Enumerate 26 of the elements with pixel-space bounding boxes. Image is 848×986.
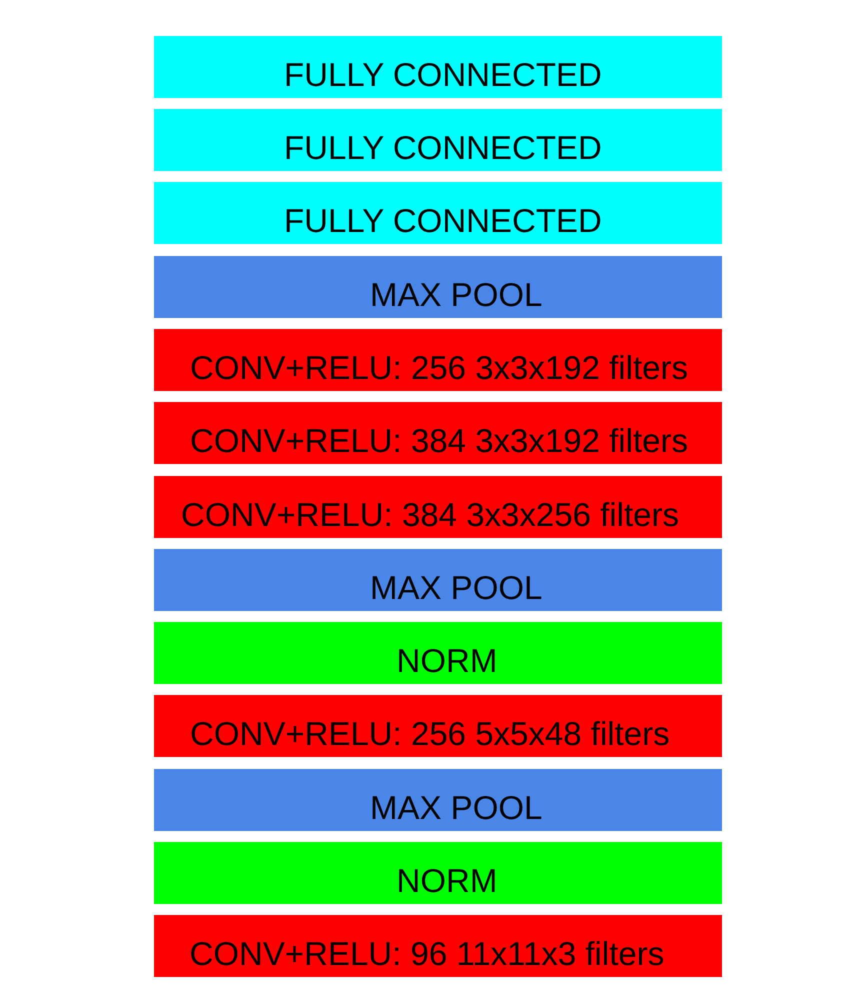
layer-label: FULLY CONNECTED <box>284 202 602 240</box>
layer-bar <box>154 695 722 757</box>
layer-label: CONV+RELU: 384 3x3x256 filters <box>181 496 679 534</box>
layer-label: CONV+RELU: 256 5x5x48 filters <box>190 715 670 753</box>
layer-label: FULLY CONNECTED <box>284 56 602 94</box>
layer-label: NORM <box>396 862 498 900</box>
layer-bar <box>154 549 722 611</box>
layer-bar <box>154 476 722 538</box>
layer-label: MAX POOL <box>370 569 542 607</box>
layer-bar <box>154 915 722 977</box>
layer-bar <box>154 109 722 171</box>
layer-label: CONV+RELU: 96 11x11x3 filters <box>190 935 664 973</box>
layer-bar <box>154 622 722 684</box>
layer-label: MAX POOL <box>370 276 542 314</box>
layer-bar <box>154 402 722 464</box>
layer-label: CONV+RELU: 256 3x3x192 filters <box>190 349 688 387</box>
layer-label: NORM <box>396 642 498 680</box>
layer-bar <box>154 842 722 904</box>
layer-label: FULLY CONNECTED <box>284 129 602 167</box>
layer-label: CONV+RELU: 384 3x3x192 filters <box>190 422 688 460</box>
layer-bar <box>154 36 722 98</box>
layer-bar <box>154 769 722 831</box>
layer-bar <box>154 329 722 391</box>
layer-label: MAX POOL <box>370 789 542 827</box>
layer-bar <box>154 182 722 244</box>
layer-bar <box>154 256 722 318</box>
